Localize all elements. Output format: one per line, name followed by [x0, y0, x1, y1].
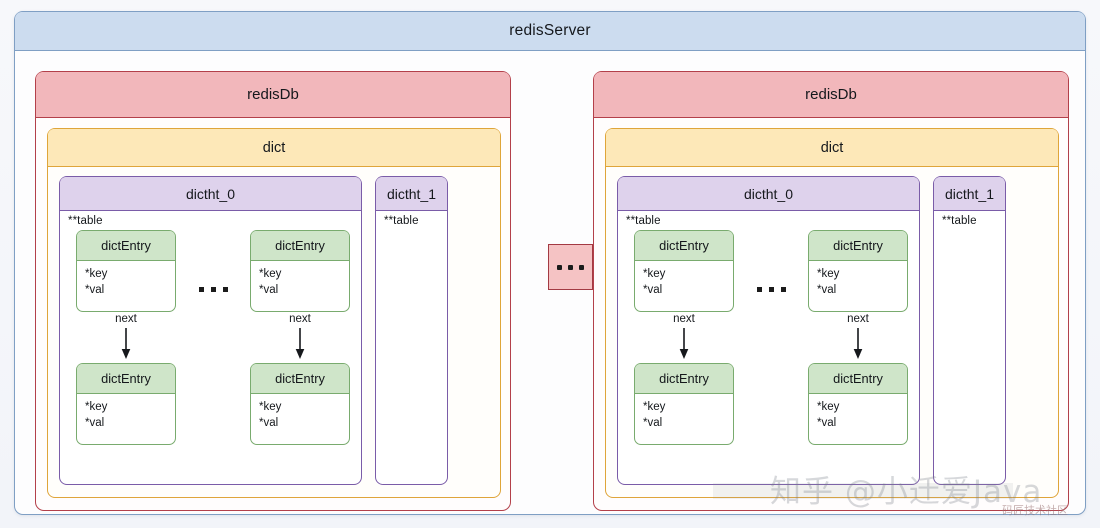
- dict-entry-db1-ht0-b1-e0: dictEntry *key *val: [808, 230, 908, 312]
- ellipsis-dot: [768, 287, 774, 292]
- dict-entry-db0-ht0-b0-e0: dictEntry *key *val: [76, 230, 176, 312]
- dict-entry-key: *key: [85, 268, 108, 280]
- dict-entry-val: *val: [817, 416, 837, 429]
- ellipsis-dot: [756, 287, 762, 292]
- dict-entry-title: dictEntry: [809, 364, 907, 394]
- next-link-db1-ht0-b1: next: [808, 313, 908, 363]
- dict-entry-fields: *key *val: [635, 261, 733, 298]
- dict-entry-fields: *key *val: [635, 394, 733, 431]
- dict-entry-val: *val: [259, 416, 279, 429]
- dictht-1-table-label-db1: **table: [942, 215, 977, 227]
- dict-entry-fields: *key *val: [809, 261, 907, 298]
- redis-db-title-0: redisDb: [36, 72, 510, 118]
- next-label: next: [115, 313, 137, 325]
- ellipsis-dot: [568, 264, 573, 270]
- arrow-down-icon: [853, 328, 863, 359]
- next-label: next: [289, 313, 311, 325]
- next-link-db1-ht0-b0: next: [634, 313, 734, 363]
- dict-entry-db1-ht0-b1-e1: dictEntry *key *val: [808, 363, 908, 445]
- dict-entry-key: *key: [259, 401, 282, 413]
- arrow-down-icon: [121, 328, 131, 359]
- dict-entry-title: dictEntry: [809, 231, 907, 261]
- arrow-down-icon: [679, 328, 689, 359]
- bucket-ellipsis-db0-ht0: [184, 287, 242, 292]
- dictht-1-table-label-db0: **table: [384, 215, 419, 227]
- dict-entry-db1-ht0-b0-e1: dictEntry *key *val: [634, 363, 734, 445]
- next-link-db0-ht0-b0: next: [76, 313, 176, 363]
- dict-entry-key: *key: [259, 268, 282, 280]
- dict-container-0: dict dictht_0 **table dictEntry *key *va…: [47, 128, 501, 498]
- redis-db-title-1: redisDb: [594, 72, 1068, 118]
- dict-entry-title: dictEntry: [77, 364, 175, 394]
- dict-entry-title: dictEntry: [251, 231, 349, 261]
- dict-entry-fields: *key *val: [251, 394, 349, 431]
- dict-entry-title: dictEntry: [635, 231, 733, 261]
- dictht-0-table-label-db1: **table: [626, 215, 661, 227]
- dict-entry-key: *key: [85, 401, 108, 413]
- ellipsis-dot: [780, 287, 786, 292]
- dict-entry-val: *val: [817, 283, 837, 296]
- ellipsis-dot: [579, 264, 584, 270]
- dict-entry-val: *val: [85, 416, 105, 429]
- dict-entry-title: dictEntry: [77, 231, 175, 261]
- dict-title-0: dict: [48, 129, 500, 167]
- dictht-0-container-db1: dictht_0 **table dictEntry *key *val nex…: [617, 176, 920, 485]
- database-separator-ellipsis: [548, 244, 593, 290]
- dict-entry-val: *val: [643, 283, 663, 296]
- dict-entry-key: *key: [817, 401, 840, 413]
- dict-entry-key: *key: [643, 268, 666, 280]
- ellipsis-dot: [198, 287, 204, 292]
- ellipsis-dot: [557, 264, 562, 270]
- dict-entry-fields: *key *val: [251, 261, 349, 298]
- dict-entry-db0-ht0-b1-e0: dictEntry *key *val: [250, 230, 350, 312]
- dict-entry-title: dictEntry: [251, 364, 349, 394]
- dict-entry-val: *val: [259, 283, 279, 296]
- dict-entry-fields: *key *val: [77, 394, 175, 431]
- next-label: next: [847, 313, 869, 325]
- dict-entry-key: *key: [643, 401, 666, 413]
- dictht-0-table-label-db0: **table: [68, 215, 103, 227]
- redis-db-container-0: redisDb dict dictht_0 **table dictEntry …: [35, 71, 511, 511]
- dict-container-1: dict dictht_0 **table dictEntry *key *va…: [605, 128, 1059, 498]
- dict-entry-db0-ht0-b1-e1: dictEntry *key *val: [250, 363, 350, 445]
- dict-entry-db0-ht0-b0-e1: dictEntry *key *val: [76, 363, 176, 445]
- dict-entry-db1-ht0-b0-e0: dictEntry *key *val: [634, 230, 734, 312]
- dict-entry-val: *val: [85, 283, 105, 296]
- ellipsis-dot: [210, 287, 216, 292]
- dictht-0-container-db0: dictht_0 **table dictEntry *key *val nex…: [59, 176, 362, 485]
- next-label: next: [673, 313, 695, 325]
- dictht-0-title-db0: dictht_0: [60, 177, 361, 211]
- arrow-down-icon: [295, 328, 305, 359]
- bucket-ellipsis-db1-ht0: [742, 287, 800, 292]
- redis-db-container-1: redisDb dict dictht_0 **table dictEntry …: [593, 71, 1069, 511]
- dict-entry-val: *val: [643, 416, 663, 429]
- dict-entry-fields: *key *val: [77, 261, 175, 298]
- dict-entry-title: dictEntry: [635, 364, 733, 394]
- dict-title-1: dict: [606, 129, 1058, 167]
- dictht-1-title-db1: dictht_1: [934, 177, 1005, 211]
- dictht-1-container-db0: dictht_1 **table: [375, 176, 448, 485]
- next-link-db0-ht0-b1: next: [250, 313, 350, 363]
- ellipsis-dot: [222, 287, 228, 292]
- dictht-1-title-db0: dictht_1: [376, 177, 447, 211]
- dict-entry-fields: *key *val: [809, 394, 907, 431]
- redis-server-container: redisServer redisDb dict dictht_0 **tabl…: [14, 11, 1086, 515]
- dictht-1-container-db1: dictht_1 **table: [933, 176, 1006, 485]
- dict-entry-key: *key: [817, 268, 840, 280]
- dictht-0-title-db1: dictht_0: [618, 177, 919, 211]
- redis-server-title: redisServer: [15, 12, 1085, 51]
